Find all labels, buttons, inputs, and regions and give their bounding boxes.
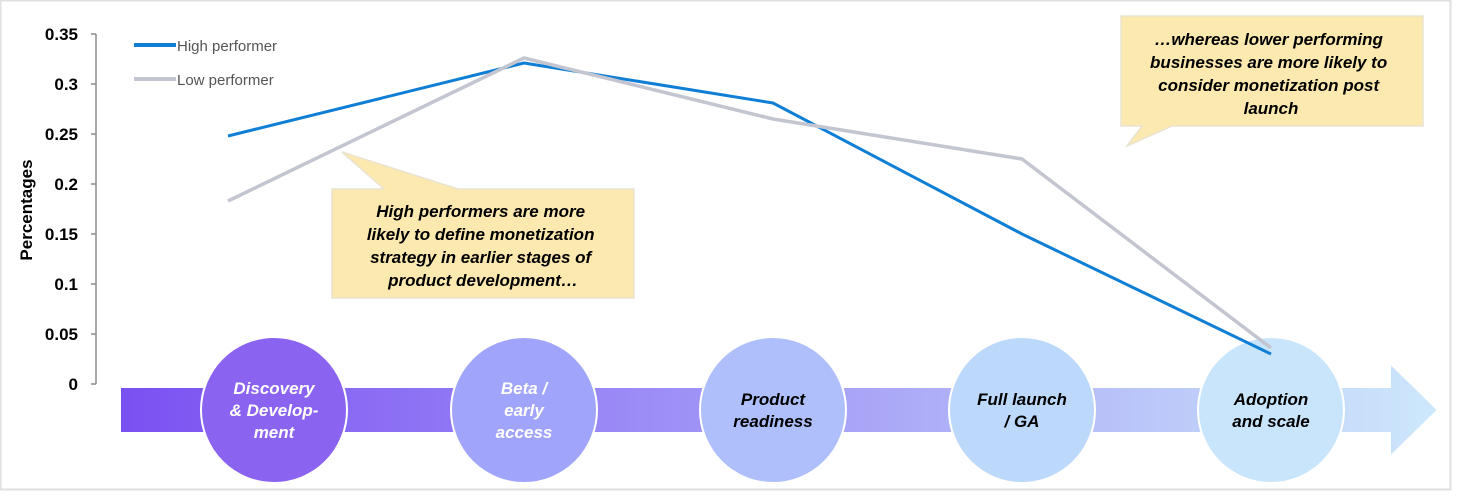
chart-frame	[0, 0, 1452, 491]
callout-low-performers: …whereas lower performing businesses are…	[1120, 15, 1424, 148]
stage-circle	[699, 336, 847, 484]
y-axis-label: Percentages	[17, 159, 36, 260]
y-tick-label: 0.1	[54, 275, 78, 294]
callout-low-performers-box	[1120, 15, 1424, 148]
y-axis-ticks: 0 0.05 0.1 0.15 0.2 0.25 0.3 0.35	[45, 25, 96, 394]
callout-low-performers-text: …whereas lower performing businesses are…	[1150, 30, 1392, 118]
series-line-high-performer	[227, 61, 1272, 356]
y-tick-label: 0.15	[45, 225, 78, 244]
stage-circle	[450, 336, 598, 484]
callout-high-performers: High performers are more likely to defin…	[331, 151, 635, 299]
legend-label-high-performer: High performer	[177, 38, 277, 55]
callout-high-performers-box	[331, 151, 635, 299]
series-lines	[227, 56, 1273, 356]
stage-label: Discovery& Develop-ment	[230, 379, 319, 442]
legend-label-low-performer: Low performer	[177, 72, 274, 89]
callout-high-performers-text: High performers are more likely to defin…	[367, 202, 599, 290]
y-tick-label: 0.3	[54, 75, 78, 94]
stage-circle	[200, 336, 348, 484]
stage-circle	[948, 336, 1096, 484]
legend: High performer Low performer	[134, 38, 277, 89]
stage-circle	[1197, 336, 1345, 484]
y-tick-label: 0.2	[54, 175, 78, 194]
stage-label: Full launch/ GA	[977, 390, 1067, 431]
y-tick-label: 0.05	[45, 325, 78, 344]
series-line-low-performer	[227, 56, 1273, 350]
y-tick-label: 0.25	[45, 125, 78, 144]
y-tick-label: 0.35	[45, 25, 78, 44]
y-tick-label: 0	[69, 375, 78, 394]
